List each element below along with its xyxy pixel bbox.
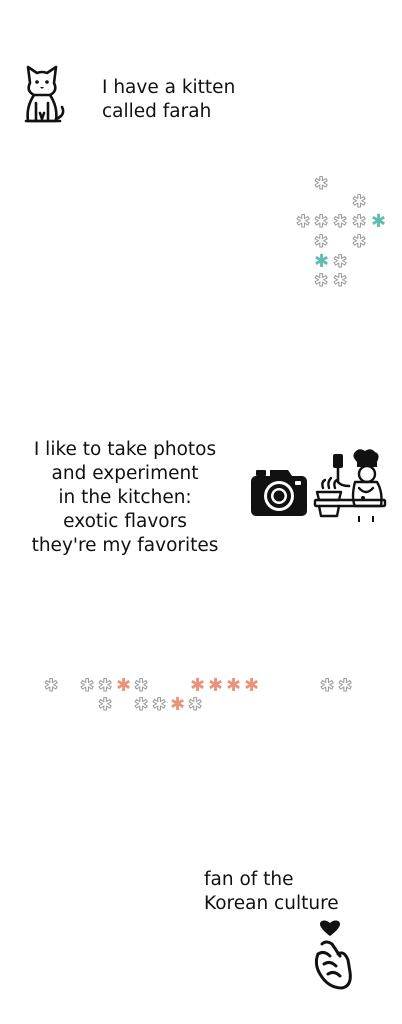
asterisk-decoration: ✱ — [319, 676, 335, 696]
chef-cooking-icon — [313, 449, 387, 522]
asterisk-decoration: ✱ — [79, 676, 95, 696]
asterisk-decoration: ✱ — [133, 695, 149, 715]
korean-line-2: Korean culture — [204, 893, 339, 914]
asterisk-decoration: ✱ — [351, 232, 367, 252]
asterisk-decoration: ✱ — [332, 212, 348, 232]
kitten-text: I have a kitten called farah — [102, 76, 235, 124]
hobbies-line-1: I like to take photos — [33, 439, 217, 460]
hobbies-line-3: in the kitchen: — [58, 487, 192, 508]
korean-text: fan of the Korean culture — [204, 868, 339, 916]
cat-icon — [24, 65, 65, 123]
asterisk-decoration: ✱ — [332, 252, 348, 272]
asterisk-decoration: ✱ — [97, 695, 113, 715]
asterisk-decoration: ✱ — [133, 676, 149, 696]
asterisk-decoration: ✱ — [187, 695, 203, 715]
asterisk-decoration: ✱ — [313, 174, 329, 194]
hobbies-line-5: they're my favorites — [31, 535, 219, 556]
asterisk-decoration-teal: ✱ — [314, 251, 330, 272]
asterisk-decoration: ✱ — [97, 676, 113, 696]
asterisk-decoration-teal: ✱ — [371, 211, 387, 232]
asterisk-decoration: ✱ — [337, 676, 353, 696]
asterisk-decoration-salmon: ✱ — [244, 675, 260, 696]
asterisk-decoration-salmon: ✱ — [226, 675, 242, 696]
asterisk-decoration: ✱ — [313, 232, 329, 252]
korean-line-1: fan of the — [204, 869, 294, 890]
kitten-line-1: I have a kitten — [102, 77, 236, 98]
asterisk-decoration-salmon: ✱ — [116, 675, 132, 696]
asterisk-decoration-salmon: ✱ — [190, 675, 206, 696]
asterisk-decoration-salmon: ✱ — [170, 694, 186, 715]
hobbies-text: I like to take photos and experiment in … — [30, 438, 220, 558]
finger-heart-icon — [314, 920, 352, 990]
asterisk-decoration: ✱ — [313, 212, 329, 232]
asterisk-decoration: ✱ — [332, 271, 348, 291]
asterisk-decoration: ✱ — [151, 695, 167, 715]
asterisk-decoration: ✱ — [351, 192, 367, 212]
kitten-line-2: called farah — [102, 101, 212, 122]
asterisk-decoration: ✱ — [43, 676, 59, 696]
asterisk-decoration: ✱ — [351, 212, 367, 232]
asterisk-decoration-salmon: ✱ — [208, 675, 224, 696]
hobbies-line-4: exotic flavors — [63, 511, 187, 532]
asterisk-decoration: ✱ — [295, 212, 311, 232]
hobbies-line-2: and experiment — [51, 463, 199, 484]
camera-icon — [251, 470, 307, 516]
asterisk-decoration: ✱ — [313, 271, 329, 291]
